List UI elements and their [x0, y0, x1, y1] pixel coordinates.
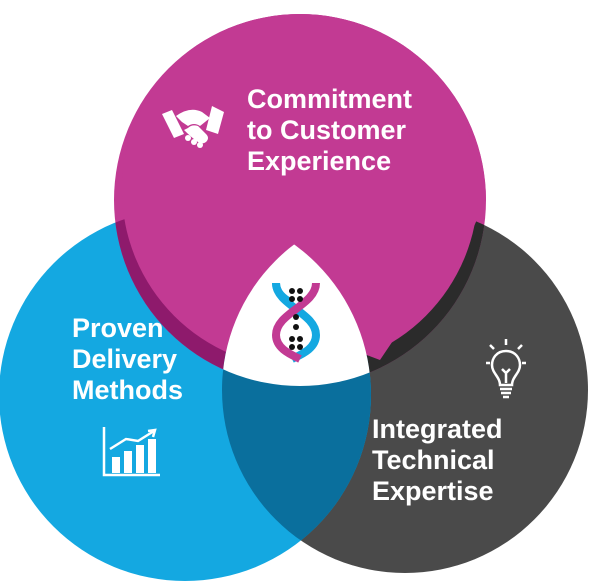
label-line: Experience	[247, 146, 392, 176]
label-line: Delivery	[72, 344, 178, 374]
label-line: Integrated	[372, 414, 503, 444]
label-proven-delivery-methods: Proven Delivery Methods	[72, 313, 183, 406]
label-line: Commitment	[247, 84, 413, 114]
magenta-main	[122, 14, 478, 368]
label-integrated-technical-expertise: Integrated Technical Expertise	[372, 414, 503, 507]
label-commitment-to-customer-experience: Commitment to Customer Experience	[247, 84, 412, 177]
dna-helix-icon	[271, 282, 321, 363]
label-line: to Customer	[247, 115, 407, 145]
label-line: Methods	[72, 375, 183, 405]
handshake-icon	[162, 106, 224, 148]
lightbulb-icon	[486, 339, 526, 399]
bar-chart-growth-icon	[102, 427, 160, 477]
label-line: Proven	[72, 313, 164, 343]
label-line: Expertise	[372, 476, 494, 506]
label-line: Technical	[372, 445, 495, 475]
